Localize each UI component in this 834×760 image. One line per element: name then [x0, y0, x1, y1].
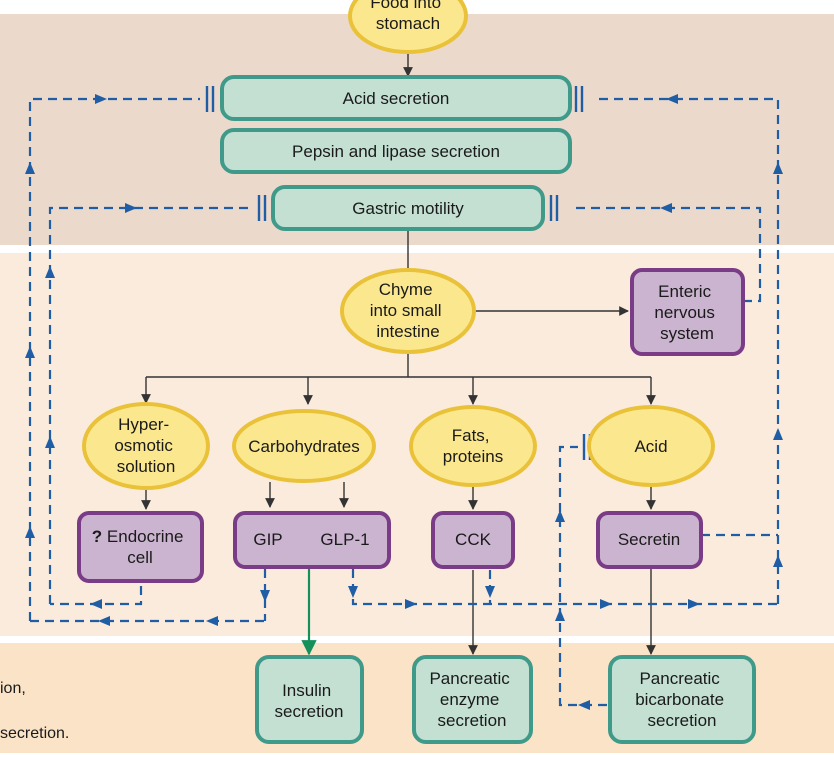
- carbohydrates-ellipse: [232, 409, 376, 483]
- insulin-label: Insulin secretion: [275, 681, 344, 721]
- solid-connectors: [141, 52, 656, 655]
- endocrine-label: ? Endocrine cell: [92, 527, 188, 567]
- gip-glp1-box: [233, 511, 391, 569]
- side-text-1: ion,: [0, 680, 26, 697]
- pepsin-lipase-box: [220, 128, 572, 174]
- food-ellipse: [348, 0, 468, 54]
- hyperosmotic-label: Hyper- osmotic solution: [114, 415, 177, 476]
- acid-ellipse: [587, 405, 715, 487]
- enteric-nervous-box: [630, 268, 745, 356]
- acid-label: Acid: [634, 437, 667, 456]
- chyme-ellipse: [340, 268, 476, 354]
- pancreatic-enzyme-box: [412, 655, 533, 744]
- glp1-label: GLP-1: [320, 530, 369, 549]
- dashed-arrowheads: [25, 94, 783, 710]
- food-label: Food into stomach: [370, 0, 446, 33]
- acid-secretion-label: Acid secretion: [343, 89, 450, 108]
- secretin-label: Secretin: [618, 530, 680, 549]
- pancreatic-bicarbonate-label: Pancreatic bicarbonate secretion: [635, 669, 729, 730]
- fats-proteins-label: Fats, proteins: [443, 426, 503, 466]
- pepsin-lipase-label: Pepsin and lipase secretion: [292, 142, 500, 161]
- acid-secretion-box: [220, 75, 572, 121]
- secretin-box: [596, 511, 703, 569]
- chyme-label: Chyme into small intestine: [370, 280, 447, 341]
- unknown-marker: ?: [92, 527, 102, 546]
- pancreatic-bicarbonate-box: [608, 655, 756, 744]
- side-text-2: secretion.: [0, 725, 69, 742]
- cck-label: CCK: [455, 530, 492, 549]
- fats-proteins-ellipse: [409, 405, 537, 487]
- gastric-motility-box: [271, 185, 545, 231]
- gip-label: GIP: [253, 530, 282, 549]
- gastric-motility-label: Gastric motility: [352, 199, 464, 218]
- endocrine-cell-box: [77, 511, 204, 583]
- hyperosmotic-ellipse: [82, 402, 210, 490]
- insulin-secretion-box: [255, 655, 364, 744]
- carbohydrates-label: Carbohydrates: [248, 437, 360, 456]
- inhibition-bars: [205, 86, 592, 460]
- cck-box: [431, 511, 515, 569]
- pancreatic-enzyme-label: Pancreatic enzyme secretion: [429, 669, 514, 730]
- enteric-label: Enteric nervous system: [654, 282, 719, 343]
